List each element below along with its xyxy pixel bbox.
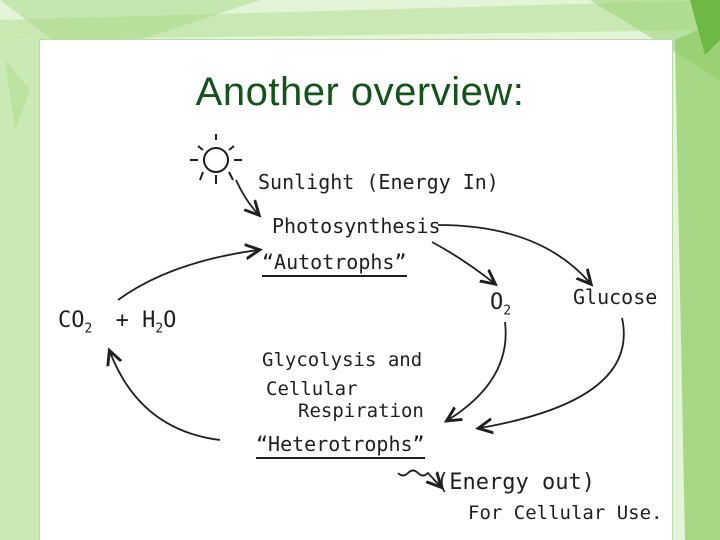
arrow-photosynthesis-to-oxygen (432, 242, 494, 283)
energy-out-label: (Energy out) (436, 470, 595, 495)
oxygen-symbol: O (490, 290, 503, 315)
oxygen-subscript: 2 (503, 303, 511, 318)
arrow-oxygen-to-respiration (448, 322, 506, 420)
sun-icon (190, 134, 242, 184)
autotrophs-text: “Autotrophs” (262, 250, 407, 277)
plus-sign: + (116, 308, 129, 333)
glycolysis-line-3: Respiration (298, 400, 424, 422)
cellular-use-label: For Cellular Use. (468, 502, 662, 524)
arrow-glucose-to-respiration (480, 318, 624, 428)
h2o-o: O (163, 308, 176, 333)
glucose-label: Glucose (573, 285, 657, 309)
arrow-sun-to-photosynthesis (236, 180, 258, 214)
h2o-h: H (142, 308, 155, 333)
glycolysis-line-1: Glycolysis and (262, 349, 422, 371)
glycolysis-line-2: Cellular (266, 378, 358, 400)
autotrophs-label: “Autotrophs” (262, 250, 407, 274)
arrow-to-energy-out (398, 471, 440, 487)
sunlight-label: Sunlight (Energy In) (258, 170, 499, 194)
h2o-subscript: 2 (155, 321, 163, 336)
co2-symbol: CO (58, 308, 85, 333)
co2-subscript: 2 (85, 321, 93, 336)
heterotrophs-text: “Heterotrophs” (256, 432, 425, 459)
photosynthesis-label: Photosynthesis (272, 214, 441, 238)
arrow-respiration-to-co2 (110, 352, 220, 440)
arrow-water-to-photosynthesis (118, 250, 258, 300)
heterotrophs-label: “Heterotrophs” (256, 432, 425, 456)
oxygen-label: O2 (490, 290, 511, 318)
reactants-label: CO2 + H2O (58, 308, 176, 336)
arrow-photosynthesis-to-glucose (438, 225, 590, 283)
